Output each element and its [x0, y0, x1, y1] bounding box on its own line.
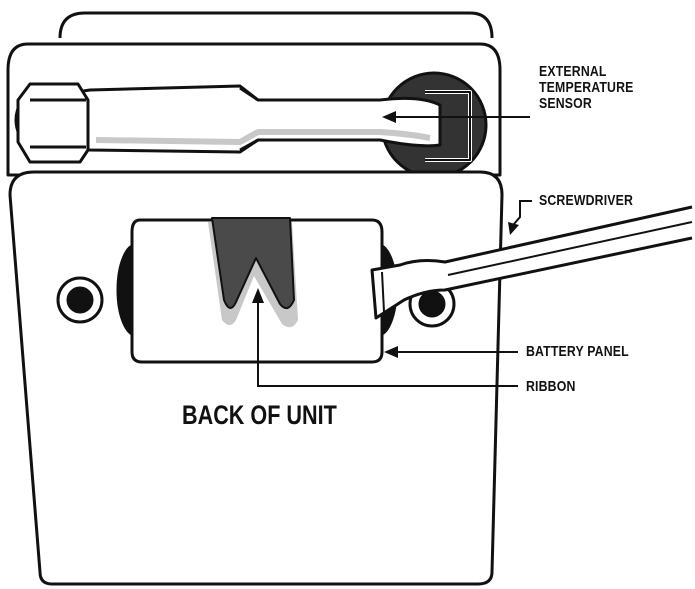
ribbon-leader-line	[257, 300, 518, 387]
ribbon-label: RIBBON	[526, 378, 576, 395]
screwdriver-label: SCREWDRIVER	[539, 192, 634, 209]
sensor-probe-shading	[95, 129, 431, 145]
screwdriver	[370, 205, 693, 320]
unit-top-ridge	[58, 11, 494, 39]
sensor-label-line-2: TEMPERATURE	[539, 79, 634, 96]
sensor-probe-tip	[16, 82, 90, 164]
sensor-label-line-1: EXTERNAL	[539, 63, 607, 80]
battery-panel-label: BATTERY PANEL	[526, 343, 629, 360]
external-temperature-sensor-label: EXTERNAL TEMPERATURE SENSOR	[539, 64, 634, 112]
ribbon	[211, 217, 295, 310]
sensor-label-line-3: SENSOR	[539, 95, 592, 112]
back-of-unit-label: BACK OF UNIT	[182, 400, 337, 430]
screwdriver-leader-line	[513, 200, 532, 225]
